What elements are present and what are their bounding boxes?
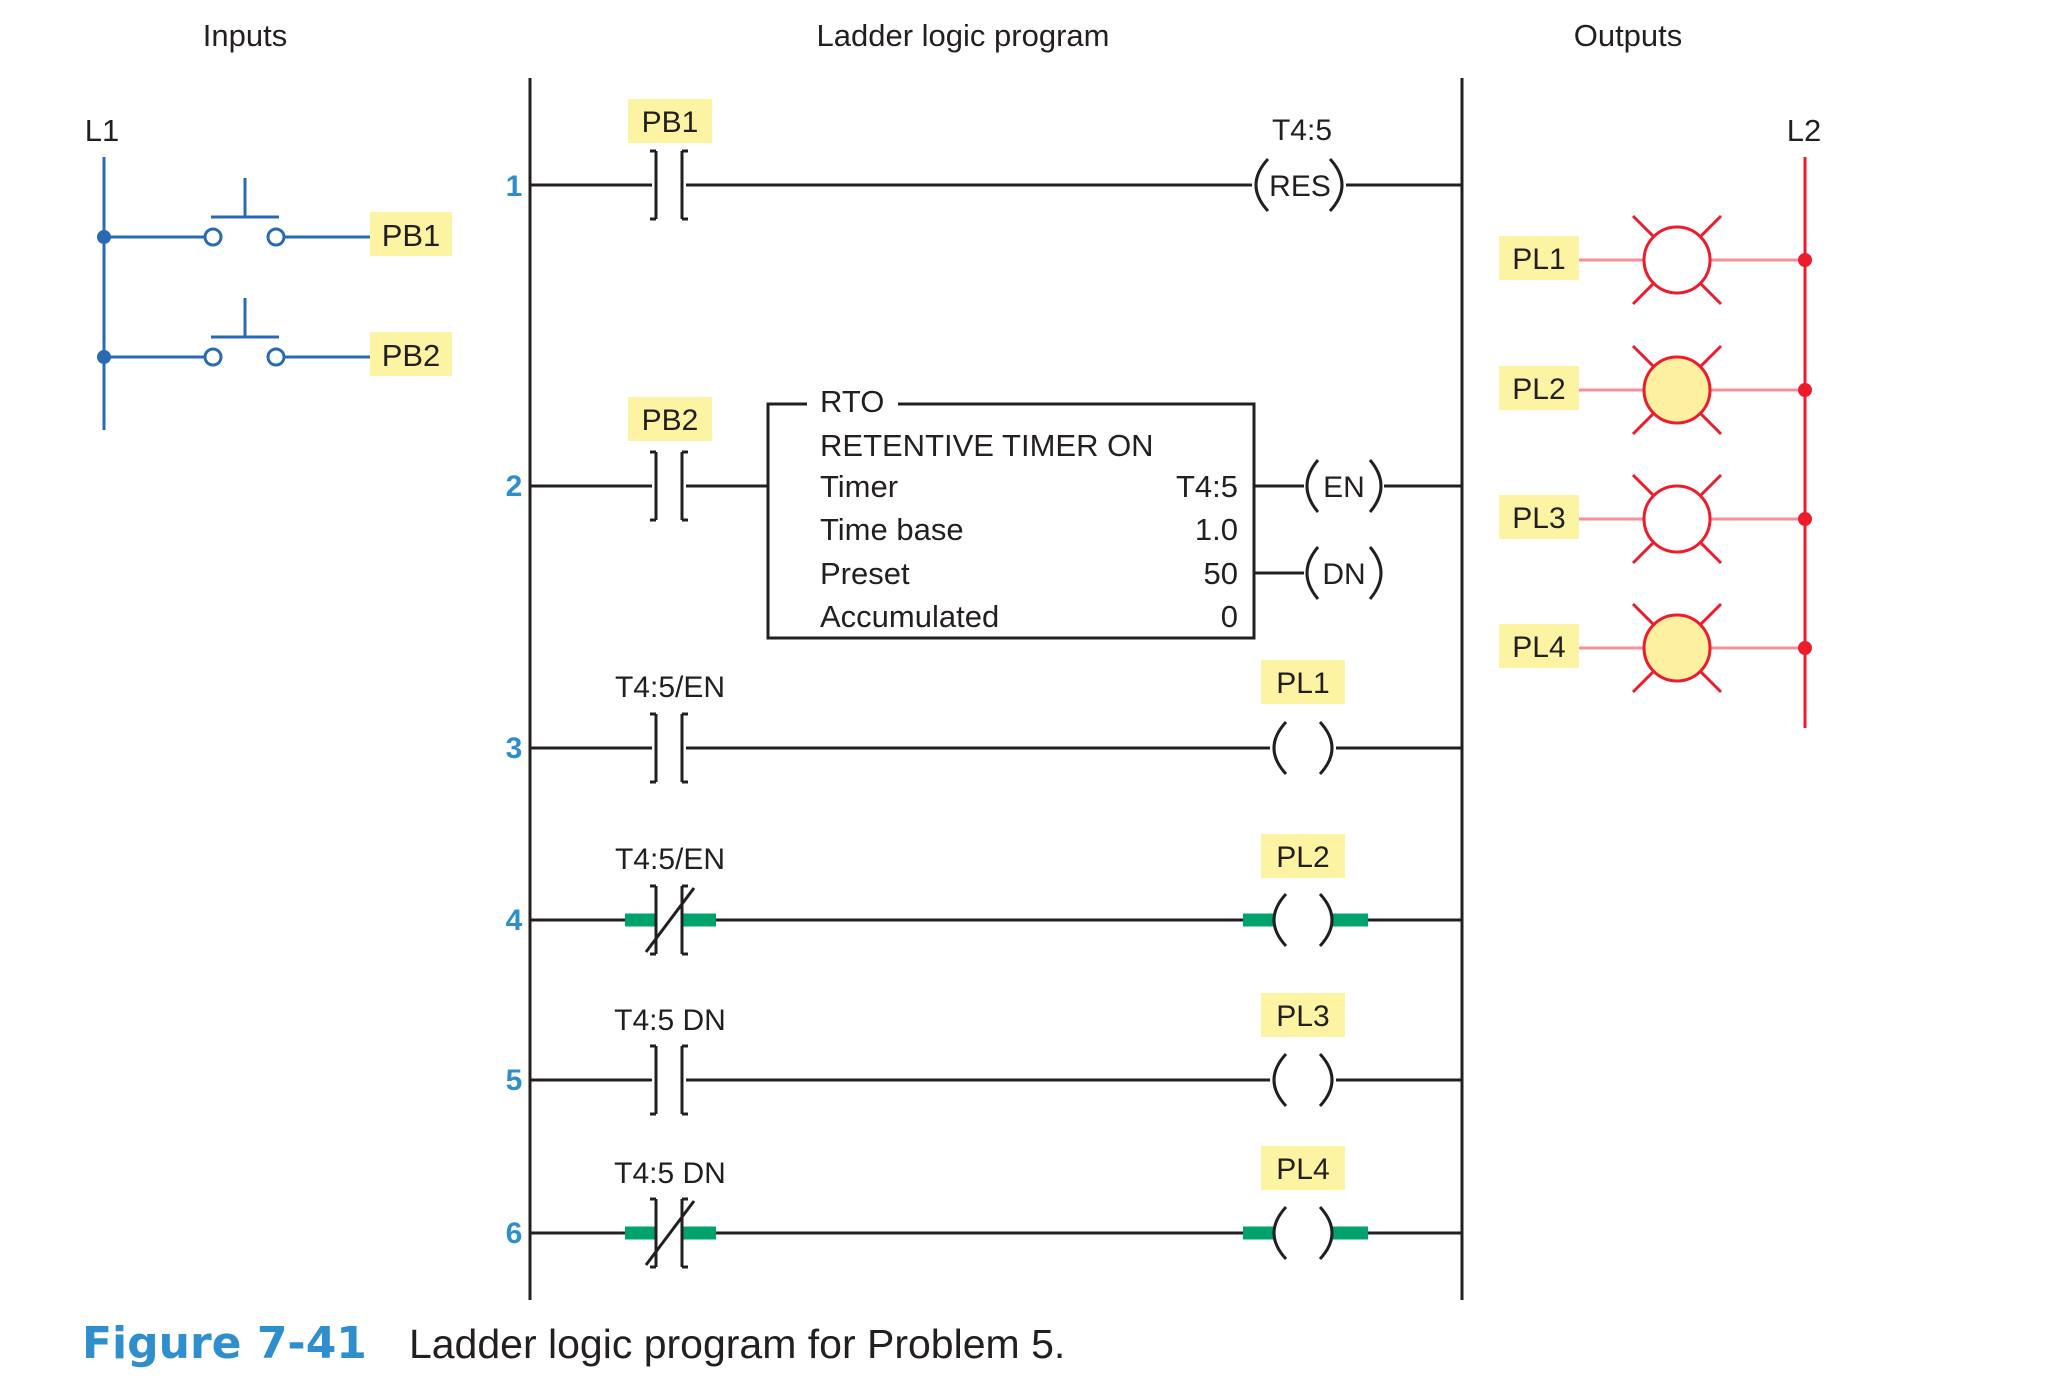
contact-label: T4:5/EN (615, 671, 725, 704)
pl1-tag-bg (1499, 236, 1579, 280)
contact-label: PB1 (642, 106, 699, 139)
input-wiring: L1 (85, 113, 370, 430)
rung-number: 5 (506, 1064, 523, 1097)
output-coil (1272, 1205, 1334, 1261)
pl2-tag: PL2 (1512, 373, 1565, 406)
pl4-tag-bg (1499, 624, 1579, 668)
rung-number: 2 (506, 470, 523, 503)
dn-output-label: DN (1322, 558, 1365, 591)
output-coil (1272, 892, 1334, 948)
pilot-lamp-icon (1631, 473, 1723, 565)
rung-6: 6 T4:5 DN PL4 (506, 1146, 1462, 1269)
rung-1: 1 PB1 RES T4:5 (506, 99, 1462, 221)
pl2-output: PL2 (1499, 344, 1812, 436)
pl1-junction (1798, 253, 1812, 267)
figure-caption: Figure 7-41 Ladder logic program for Prob… (82, 1318, 1065, 1369)
pb1-tag-bg (370, 212, 452, 256)
rung-number: 4 (506, 904, 523, 937)
pl2-junction (1798, 383, 1812, 397)
contact-tag-bg (628, 99, 712, 143)
contact-tag-bg (628, 397, 712, 441)
rto-timebase-label: Time base (820, 512, 964, 547)
l1-label: L1 (85, 113, 119, 148)
pl3-junction (1798, 512, 1812, 526)
pb2-tag: PB2 (382, 338, 441, 373)
en-output-label: EN (1323, 471, 1365, 504)
rto-timer-value: T4:5 (1176, 469, 1238, 504)
coil-tag-bg (1261, 993, 1345, 1037)
no-contact (650, 1044, 688, 1116)
pl1-tag: PL1 (1512, 243, 1565, 276)
rung-number: 3 (506, 732, 523, 765)
rung-2: 2 PB2 RTO RETENTIVE TIMER ON Timer T4:5 … (506, 384, 1462, 640)
program-header: Ladder logic program (817, 18, 1110, 53)
pb1-junction (97, 230, 111, 244)
no-contact (650, 712, 688, 784)
figure-number: Figure 7-41 (82, 1318, 367, 1369)
rung-number: 6 (506, 1217, 523, 1250)
coil-label: PL2 (1276, 841, 1329, 874)
pl3-tag: PL3 (1512, 502, 1565, 535)
rung-4: 4 T4:5/EN PL2 (506, 834, 1462, 956)
pb1-tag: PB1 (382, 218, 441, 253)
nc-contact (644, 1197, 696, 1269)
rto-timebase-value: 1.0 (1195, 512, 1238, 547)
nc-contact (644, 884, 696, 956)
pl3-tag-bg (1499, 495, 1579, 539)
l2-label: L2 (1787, 113, 1821, 148)
coil-label: PL3 (1276, 1000, 1329, 1033)
pl4-output: PL4 (1499, 602, 1812, 694)
coil-tag-bg (1261, 834, 1345, 878)
coil-label: PL1 (1276, 667, 1329, 700)
en-coil (1305, 459, 1383, 513)
pb2-junction (97, 350, 111, 364)
rung-5: 5 T4:5 DN PL3 (506, 993, 1462, 1116)
rto-type: RTO (820, 384, 884, 419)
dn-coil (1305, 546, 1383, 600)
rung-3: 3 T4:5/EN PL1 (506, 660, 1462, 784)
pl4-junction (1798, 641, 1812, 655)
rto-timer-label: Timer (820, 469, 898, 504)
rto-accumulated-label: Accumulated (820, 599, 999, 634)
pilot-lamp-icon (1631, 214, 1723, 306)
figure-caption-text: Ladder logic program for Problem 5. (408, 1321, 1066, 1367)
contact-label: PB2 (642, 404, 699, 437)
rto-accumulated-value: 0 (1221, 599, 1238, 634)
outputs-header: Outputs (1574, 18, 1683, 53)
coil-tag-bg (1261, 1146, 1345, 1190)
rto-block: RTO RETENTIVE TIMER ON Timer T4:5 Time b… (766, 384, 1256, 640)
pl4-tag: PL4 (1512, 631, 1565, 664)
contact-label: T4:5 DN (614, 1004, 726, 1037)
pilot-lamp-icon (1631, 344, 1723, 436)
pilot-lamp-icon (1631, 602, 1723, 694)
coil-label: T4:5 (1272, 114, 1332, 147)
contact-label: T4:5 DN (614, 1157, 726, 1190)
no-contact (650, 149, 688, 221)
rto-title: RETENTIVE TIMER ON (820, 428, 1154, 463)
output-coil (1272, 1052, 1334, 1108)
rto-preset-value: 50 (1204, 556, 1238, 591)
pl2-tag-bg (1499, 366, 1579, 410)
pl1-output: PL1 (1499, 214, 1812, 306)
rung-number: 1 (506, 170, 523, 203)
no-contact (650, 450, 688, 522)
pb2-input (97, 298, 370, 367)
coil-text: RES (1269, 170, 1331, 203)
pb2-tag-bg (370, 332, 452, 376)
coil-label: PL4 (1276, 1153, 1329, 1186)
rto-preset-label: Preset (820, 556, 910, 591)
contact-label: T4:5/EN (615, 843, 725, 876)
reset-coil (1254, 157, 1344, 213)
coil-tag-bg (1261, 660, 1345, 704)
pb1-input (97, 178, 370, 247)
inputs-header: Inputs (203, 18, 287, 53)
pl3-output: PL3 (1499, 473, 1812, 565)
output-coil (1272, 720, 1334, 776)
